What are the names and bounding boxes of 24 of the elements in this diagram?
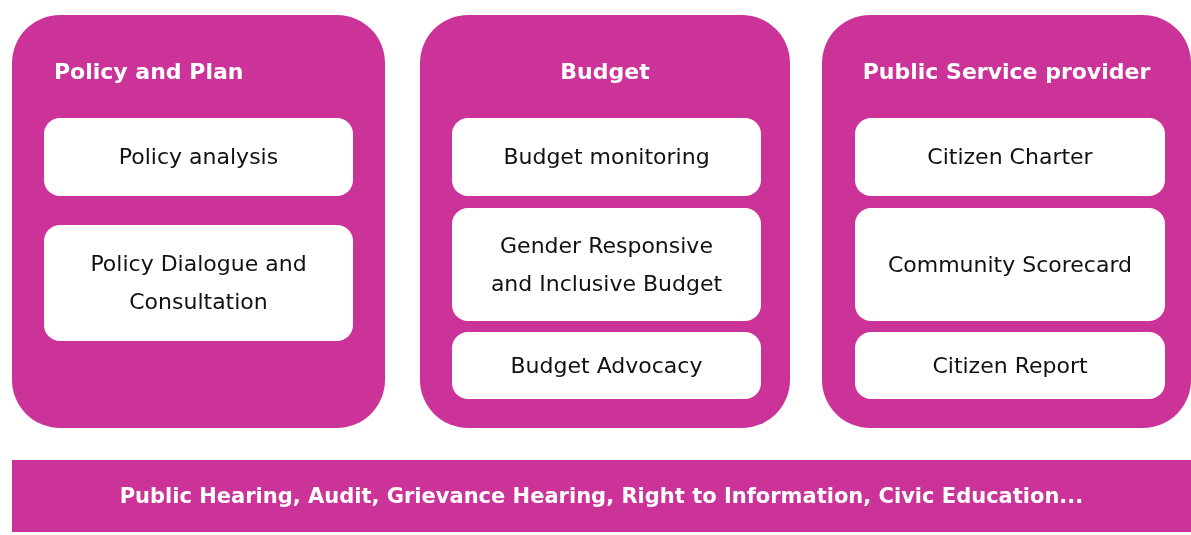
item-text: Policy Dialogue and Consultation <box>89 250 308 316</box>
panel-title: Policy and Plan <box>54 59 244 84</box>
item-card <box>855 118 1165 196</box>
panel-title: Public Service provider <box>861 59 1152 84</box>
item-text: Budget Advocacy <box>509 351 704 380</box>
item-text: Citizen Report <box>931 351 1089 380</box>
item-card <box>452 332 761 399</box>
item-text: Budget monitoring <box>502 143 711 171</box>
item-card <box>452 208 761 321</box>
item-card <box>44 118 353 196</box>
item-text: Citizen Charter <box>926 143 1094 171</box>
item-card <box>855 208 1165 321</box>
banner-band <box>12 460 1191 532</box>
panel-title: Budget <box>559 59 651 84</box>
category-panel <box>420 15 790 428</box>
item-card <box>44 225 353 341</box>
category-panel <box>822 15 1191 428</box>
item-text: Policy analysis <box>117 143 280 171</box>
category-panel <box>12 15 385 428</box>
item-card <box>855 332 1165 399</box>
item-text: Community Scorecard <box>886 250 1134 279</box>
item-text: Gender Responsive and Inclusive Budget <box>489 231 724 298</box>
banner-text: Public Hearing, Audit, Grievance Hearing, Right to Information, Civic Education... <box>119 484 1084 508</box>
item-card <box>452 118 761 196</box>
